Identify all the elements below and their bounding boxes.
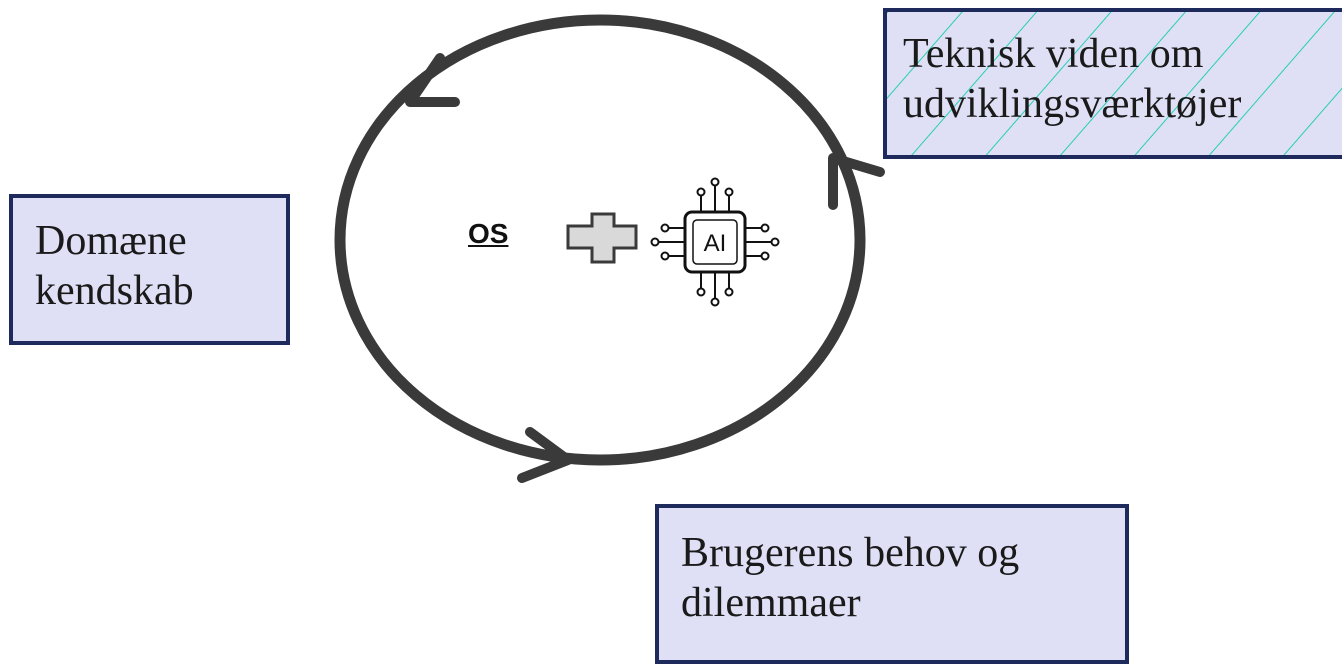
cycle-arrow-right xyxy=(828,153,885,210)
os-label: OS xyxy=(468,218,509,249)
box-domain-line-1: Domæne xyxy=(35,218,187,264)
box-technical-line-2: udviklingsværktøjer xyxy=(903,81,1242,128)
box-technical-knowledge: Teknisk viden om udviklingsværktøjer xyxy=(883,8,1342,159)
cycle-ellipse xyxy=(334,14,866,466)
box-domain-knowledge: Domæne kendskab xyxy=(9,194,290,345)
cycle-arrow-bottom xyxy=(517,427,573,483)
ai-label: AI xyxy=(704,230,727,257)
plus-icon xyxy=(566,212,638,264)
box-domain-line-2: kendskab xyxy=(35,268,194,315)
ai-chip-icon: AI xyxy=(650,177,780,307)
hatch-pattern xyxy=(887,12,1342,155)
box-user-line-2: dilemmaer xyxy=(681,580,861,627)
cycle-arrow-top xyxy=(405,53,460,107)
box-technical-line-1: Teknisk viden om xyxy=(903,31,1204,77)
box-user-needs: Brugerens behov og dilemmaer xyxy=(655,504,1129,664)
box-user-line-1: Brugerens behov og xyxy=(681,530,1020,576)
